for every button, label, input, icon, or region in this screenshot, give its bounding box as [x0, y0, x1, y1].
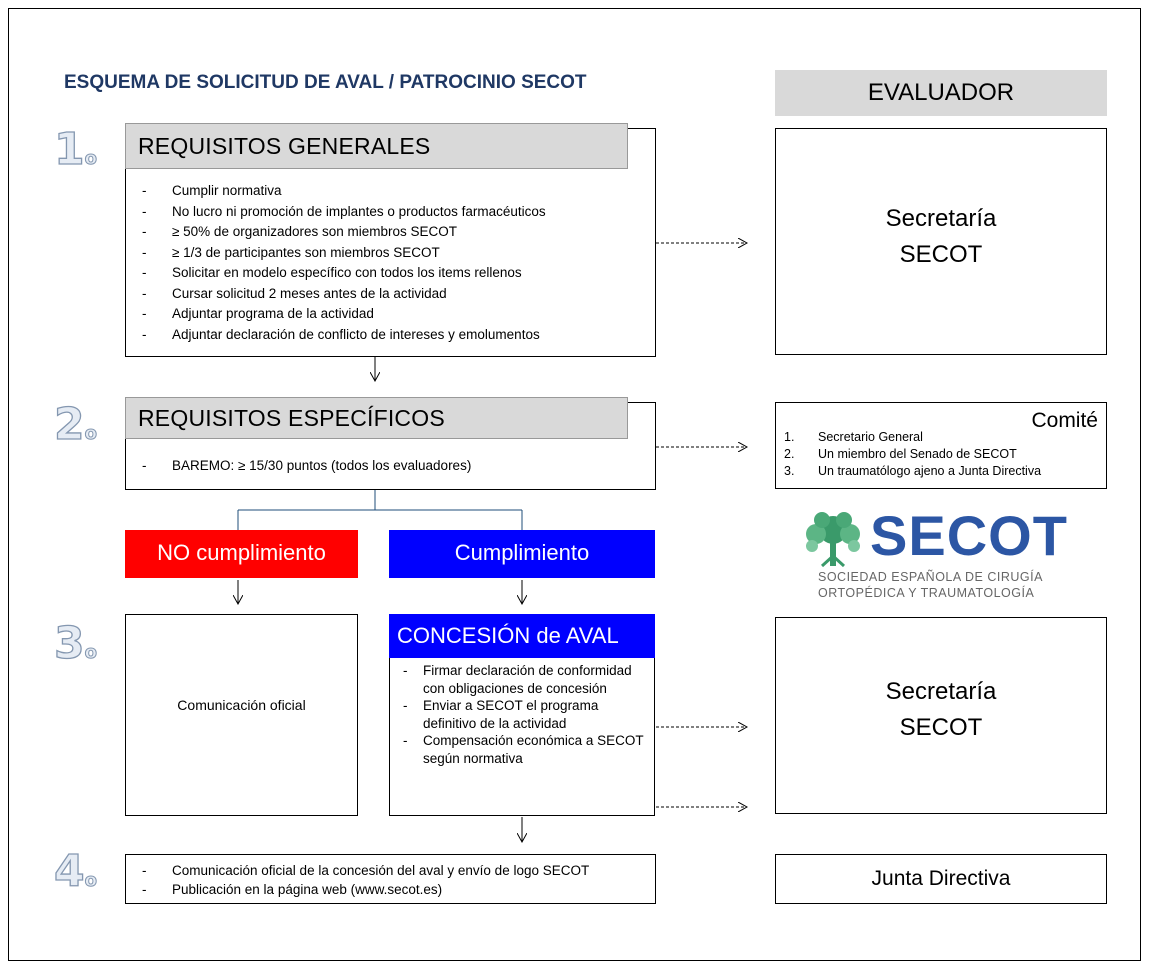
step-number-2: 2o: [53, 399, 97, 450]
evaluator-header: EVALUADOR: [775, 70, 1107, 116]
list-item: Enviar a SECOT el programa definitivo de…: [389, 697, 655, 732]
grant-heading: CONCESIÓN de AVAL: [389, 614, 655, 658]
logo-wordmark: SECOT: [870, 504, 1068, 567]
committee-member: 2.Un miembro del Senado de SECOT: [784, 447, 1017, 461]
list-item: Firmar declaración de conformidad con ob…: [389, 662, 655, 697]
secot-logo: SECOT SOCIEDAD ESPAÑOLA DE CIRUGÍA ORTOP…: [800, 504, 1067, 606]
list-item: ≥ 1/3 de participantes son miembros SECO…: [128, 243, 653, 264]
list-item: Solicitar en modelo específico con todos…: [128, 263, 653, 284]
page-frame: [8, 8, 1141, 961]
evaluator-secretaria-box-1: Secretaría SECOT: [775, 128, 1107, 355]
general-requirements-heading: REQUISITOS GENERALES: [125, 123, 628, 169]
specific-requirements-list: BAREMO: ≥ 15/30 puntos (todos los evalua…: [128, 456, 653, 477]
logo-subtitle-1: SOCIEDAD ESPAÑOLA DE CIRUGÍA: [818, 570, 1043, 584]
list-item: Comunicación oficial de la concesión del…: [128, 861, 653, 880]
list-item: Adjuntar programa de la actividad: [128, 304, 653, 325]
evaluator-secretaria-line-1: Secretaría: [885, 205, 997, 232]
list-item: ≥ 50% de organizadores son miembros SECO…: [128, 222, 653, 243]
general-requirements-list: Cumplir normativa No lucro ni promoción …: [128, 181, 653, 345]
logo-subtitle-2: ORTOPÉDICA Y TRAUMATOLOGÍA: [818, 586, 1035, 600]
page-title: ESQUEMA DE SOLICITUD DE AVAL / PATROCINI…: [64, 72, 587, 93]
list-item: No lucro ni promoción de implantes o pro…: [128, 202, 653, 223]
list-item: BAREMO: ≥ 15/30 puntos (todos los evalua…: [128, 456, 653, 477]
step-number-4: 4o: [53, 846, 97, 897]
list-item: Compensación económica a SECOT según nor…: [389, 732, 655, 767]
committee-members-list: 1.Secretario General 2.Un miembro del Se…: [776, 429, 1106, 480]
list-item: Adjuntar declaración de conflicto de int…: [128, 325, 653, 346]
committee-member: 1.Secretario General: [784, 430, 923, 444]
evaluator-committee-box: Comité 1.Secretario General 2.Un miembro…: [775, 402, 1107, 489]
evaluator-secretaria-line-2: Secretaría: [885, 678, 997, 705]
list-item: Cursar solicitud 2 meses antes de la act…: [128, 284, 653, 305]
evaluator-junta-directiva: Junta Directiva: [775, 854, 1107, 904]
official-communication-text: Comunicación oficial: [177, 697, 306, 713]
evaluator-secot-line-2: SECOT: [899, 714, 983, 741]
grant-list: Firmar declaración de conformidad con ob…: [389, 662, 655, 767]
final-steps-list: Comunicación oficial de la concesión del…: [128, 861, 653, 899]
evaluator-secretaria-box-2: Secretaría SECOT: [775, 617, 1107, 814]
no-compliance-box: Comunicación oficial: [125, 614, 358, 816]
step-number-3: 3o: [53, 618, 97, 669]
no-compliance-label: NO cumplimiento: [125, 530, 358, 578]
committee-member: 3.Un traumatólogo ajeno a Junta Directiv…: [784, 464, 1042, 478]
specific-requirements-heading: REQUISITOS ESPECÍFICOS: [125, 397, 628, 439]
evaluator-secotline-1: SECOT: [899, 241, 983, 268]
tree-icon: [806, 512, 860, 568]
compliance-label: Cumplimiento: [389, 530, 655, 578]
step-number-1: 1o: [53, 124, 97, 175]
committee-title: Comité: [1031, 409, 1098, 432]
list-item: Cumplir normativa: [128, 181, 653, 202]
list-item: Publicación en la página web (www.secot.…: [128, 880, 653, 899]
